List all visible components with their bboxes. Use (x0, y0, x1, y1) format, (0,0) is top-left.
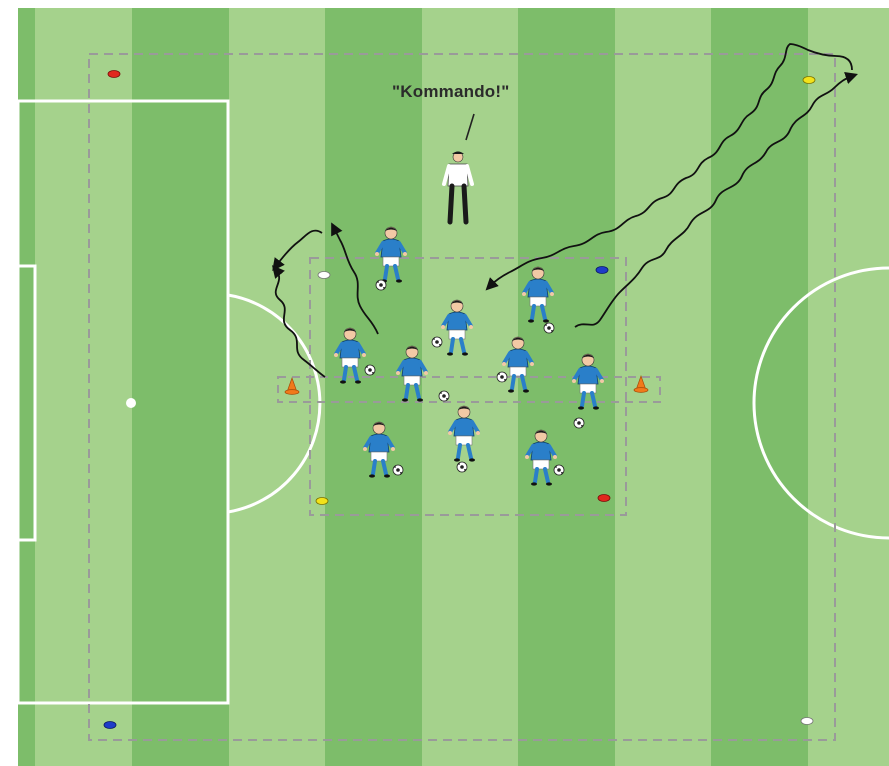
ball (457, 462, 467, 472)
ball (393, 465, 403, 475)
ball (439, 391, 449, 401)
ball (497, 372, 507, 382)
blue-marker (104, 722, 116, 729)
ball (554, 465, 564, 475)
yellow-marker (803, 77, 815, 84)
coach-command-callout: "Kommando!" (392, 82, 509, 102)
ball (574, 418, 584, 428)
white-marker (318, 272, 330, 279)
ball (544, 323, 554, 333)
penalty-spot (126, 398, 136, 408)
yellow-marker (316, 498, 328, 505)
ball (432, 337, 442, 347)
red-marker (108, 71, 120, 78)
blue-marker (596, 267, 608, 274)
ball (365, 365, 375, 375)
ball (376, 280, 386, 290)
white-marker (801, 718, 813, 725)
red-marker (598, 495, 610, 502)
